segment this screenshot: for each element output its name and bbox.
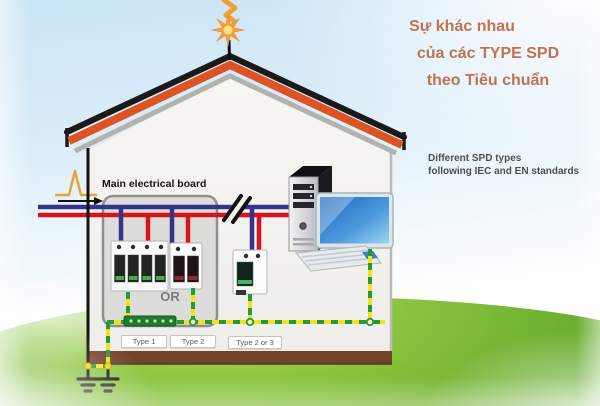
lightning-rod bbox=[227, 39, 231, 61]
earth-ground-icon bbox=[96, 377, 120, 393]
house-foundation bbox=[88, 351, 392, 364]
junction-node-icon bbox=[84, 362, 92, 370]
spd-type1-device bbox=[110, 240, 169, 292]
lightning-bolt-icon bbox=[221, 0, 238, 24]
junction-node-icon bbox=[245, 317, 255, 327]
spd-type3-device bbox=[232, 249, 268, 295]
junction-node-icon bbox=[104, 362, 112, 370]
or-label: OR bbox=[160, 289, 180, 304]
flash-core bbox=[223, 25, 233, 35]
junction-node-icon bbox=[188, 317, 198, 327]
title-line-1: Sự khác nhau bbox=[409, 18, 515, 35]
type1-badge: Type 1 bbox=[121, 335, 167, 348]
earth-ground-icon bbox=[76, 377, 100, 393]
title-line-3: theo Tiêu chuẩn bbox=[426, 72, 550, 89]
subtitle-line-1: Different SPD types bbox=[428, 153, 522, 164]
lightning bbox=[211, 0, 245, 61]
earth-terminal-bar bbox=[123, 315, 177, 327]
junction-node-icon bbox=[365, 317, 375, 327]
arrow-right-icon bbox=[58, 197, 103, 205]
title: Sự khác nhau của các TYPE SPD theo Tiêu … bbox=[392, 13, 584, 94]
type2or3-badge: Type 2 or 3 bbox=[228, 336, 282, 349]
spd-type2-device bbox=[169, 242, 203, 290]
title-line-2: của các TYPE SPD bbox=[416, 45, 560, 62]
subtitle: Different SPD types following IEC and EN… bbox=[428, 152, 579, 178]
subtitle-line-2: following IEC and EN standards bbox=[428, 166, 580, 177]
type2-badge: Type 2 bbox=[170, 335, 216, 348]
main-board-label: Main electrical board bbox=[102, 178, 207, 190]
